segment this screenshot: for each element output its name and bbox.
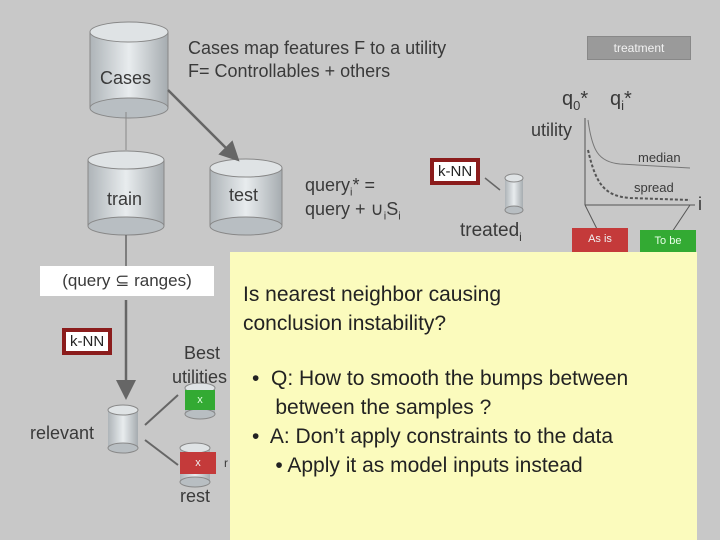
rest-marker: x <box>180 452 216 474</box>
popup-bullets: • Q: How to smooth the bumps between bet… <box>252 364 628 480</box>
callout-popup: Is nearest neighbor causing conclusion i… <box>230 252 697 540</box>
relevant-label: relevant <box>30 423 95 443</box>
as-is-box: As is <box>572 228 628 252</box>
query-line2: query + ∪iSi <box>305 199 401 223</box>
to-be-box: To be <box>640 230 696 254</box>
qi-label: qi* <box>610 88 632 113</box>
arrow-knn-to-treated <box>484 177 501 191</box>
relevant-database <box>107 404 139 454</box>
test-database <box>209 158 283 236</box>
best-marker: x <box>185 390 215 410</box>
query-ranges-box: (query ⊆ ranges) <box>40 266 214 296</box>
arrow-cases-to-test <box>167 89 240 162</box>
treatment-tag: treatment <box>587 36 691 60</box>
cases-label: Cases <box>100 68 152 88</box>
utilities-label: utilities <box>172 367 228 387</box>
train-label: train <box>107 189 143 209</box>
header-line2: F= Controllables + others <box>188 61 391 81</box>
train-database <box>87 150 165 236</box>
spread-label: spread <box>634 180 674 195</box>
bullet-2: between the samples ? <box>252 396 492 419</box>
bullet-4: • Apply it as model inputs instead <box>252 454 583 477</box>
popup-question: Is nearest neighbor causing conclusion i… <box>243 280 501 338</box>
popup-question-line2: conclusion instability? <box>243 312 447 335</box>
cases-database <box>89 21 169 119</box>
best-label: Best <box>184 343 221 363</box>
edge-i-label: i <box>698 194 702 214</box>
knn-box-left: k-NN <box>62 328 113 355</box>
arrow-to-relevant <box>144 394 179 426</box>
bullet-1: • Q: How to smooth the bumps between <box>252 367 629 390</box>
query-line1: queryi* = <box>305 175 376 199</box>
treated-label: treatedi <box>460 220 522 244</box>
q0-label: q0* <box>562 88 589 113</box>
bullet-3: • A: Don’t apply constraints to the data <box>252 425 614 448</box>
arrow-to-rest <box>144 439 179 466</box>
test-label: test <box>229 185 259 205</box>
knn-box-top: k-NN <box>430 158 481 185</box>
median-label: median <box>638 150 681 165</box>
popup-question-line1: Is nearest neighbor causing <box>243 283 501 306</box>
header-line1: Cases map features F to a utility <box>188 38 447 58</box>
rest-label: rest <box>180 486 211 506</box>
utility-label: utility <box>531 120 573 140</box>
treated-database <box>504 173 524 215</box>
r-mark: r <box>224 456 228 470</box>
utility-curve-plot <box>584 118 695 236</box>
